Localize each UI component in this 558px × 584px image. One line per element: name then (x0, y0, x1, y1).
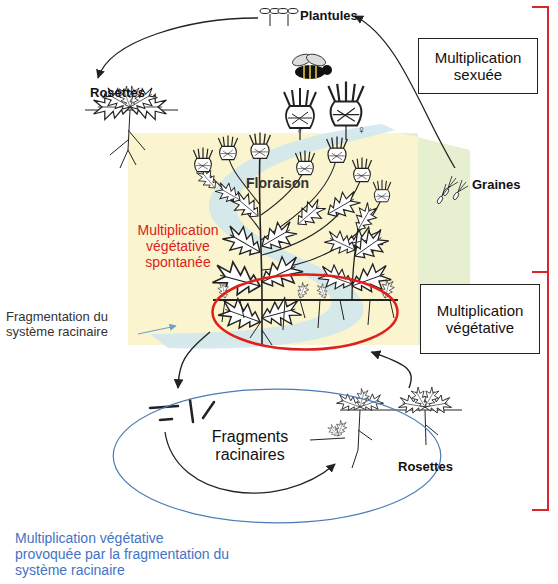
new-rosettes (408, 385, 431, 410)
node-text: Rosettes (398, 460, 460, 475)
node-text: Multiplication sexuée (419, 39, 537, 93)
phase-box: Multiplication végétative (420, 284, 540, 354)
root-fragments (203, 402, 214, 418)
flowering-thistle (322, 227, 359, 260)
annotation-text: Fragmentation du système racinaire (6, 310, 131, 340)
seedlings (288, 14, 289, 26)
seeds (436, 176, 468, 204)
flowering-thistle (322, 187, 363, 224)
cycle-arrows (98, 16, 455, 493)
seeds (442, 184, 450, 196)
stage-label: Graines (472, 178, 542, 193)
stage-label: Rosettes (90, 86, 160, 101)
flowering-thistle (193, 132, 393, 345)
root-fragments (150, 400, 214, 422)
spontaneous-zone-ellipse: Multiplication végétative spontanée (210, 272, 400, 352)
stage-label: Floraison (246, 175, 326, 191)
pollinator-bee (322, 65, 332, 75)
flower-heads (284, 88, 316, 128)
flow-arrow (178, 332, 210, 388)
seedlings (288, 9, 298, 14)
rosette-plant (110, 110, 145, 168)
sex-symbol: ♀ (357, 124, 371, 138)
flowering-thistle (291, 196, 329, 233)
seedlings (270, 14, 271, 26)
pollinator-bee (304, 65, 316, 79)
seedlings (278, 9, 288, 14)
phase-bracket (532, 271, 548, 273)
seeds (436, 196, 443, 205)
phase-box: Multiplication sexuée (418, 38, 538, 94)
flowering-thistle (218, 136, 237, 160)
flowering-thistle (256, 217, 300, 257)
flowering-thistle (250, 132, 271, 158)
creeping-root-system (315, 283, 329, 300)
pollinator-bee (291, 52, 332, 79)
creeping-root-system (295, 281, 310, 299)
flow-arrow (372, 352, 412, 388)
leader-line (138, 326, 176, 334)
rosette-plant (85, 84, 178, 168)
ellipse-outline (113, 389, 441, 523)
flowering-thistle (213, 179, 245, 208)
flower-heads (328, 82, 363, 126)
flowering-thistle (256, 251, 306, 295)
sex-symbol: ♂ (296, 124, 310, 137)
ellipse-outline (210, 272, 400, 352)
flowering-thistle (352, 158, 371, 182)
ellipse-outline (213, 275, 398, 350)
creeping-root-system (213, 279, 398, 345)
seedlings (260, 9, 298, 27)
pollinator-bee (295, 65, 325, 79)
flower-heads (284, 82, 364, 140)
node-text: Multiplication végétative (421, 285, 539, 353)
cycle-arrows (98, 18, 258, 78)
root-fragments (190, 400, 193, 422)
creeping-root-system (379, 279, 396, 300)
leader-line (138, 326, 176, 334)
seedlings (260, 9, 270, 14)
new-rosettes (310, 385, 462, 468)
flowering-thistle (219, 221, 266, 264)
flowering-thistle (327, 136, 348, 162)
fragmentation-zone-ellipse: Fragments racinairesRosettesMultiplicati… (112, 388, 442, 524)
root-fragments (160, 419, 172, 420)
flowering-thistle (295, 151, 314, 175)
node-text: Multiplication végétative provoquée par … (15, 530, 230, 578)
flowering-thistle (348, 225, 392, 267)
new-rosettes (326, 423, 341, 439)
flowering-thistle (349, 200, 380, 235)
seeds (452, 192, 459, 201)
node-text: Multiplication végétative spontanée (118, 222, 238, 270)
seeds (458, 180, 468, 192)
stage-label: Plantules (300, 9, 370, 24)
flowering-thistle (373, 180, 391, 202)
node-text: Fragments racinaires (192, 428, 308, 465)
flowering-thistle (193, 148, 212, 172)
